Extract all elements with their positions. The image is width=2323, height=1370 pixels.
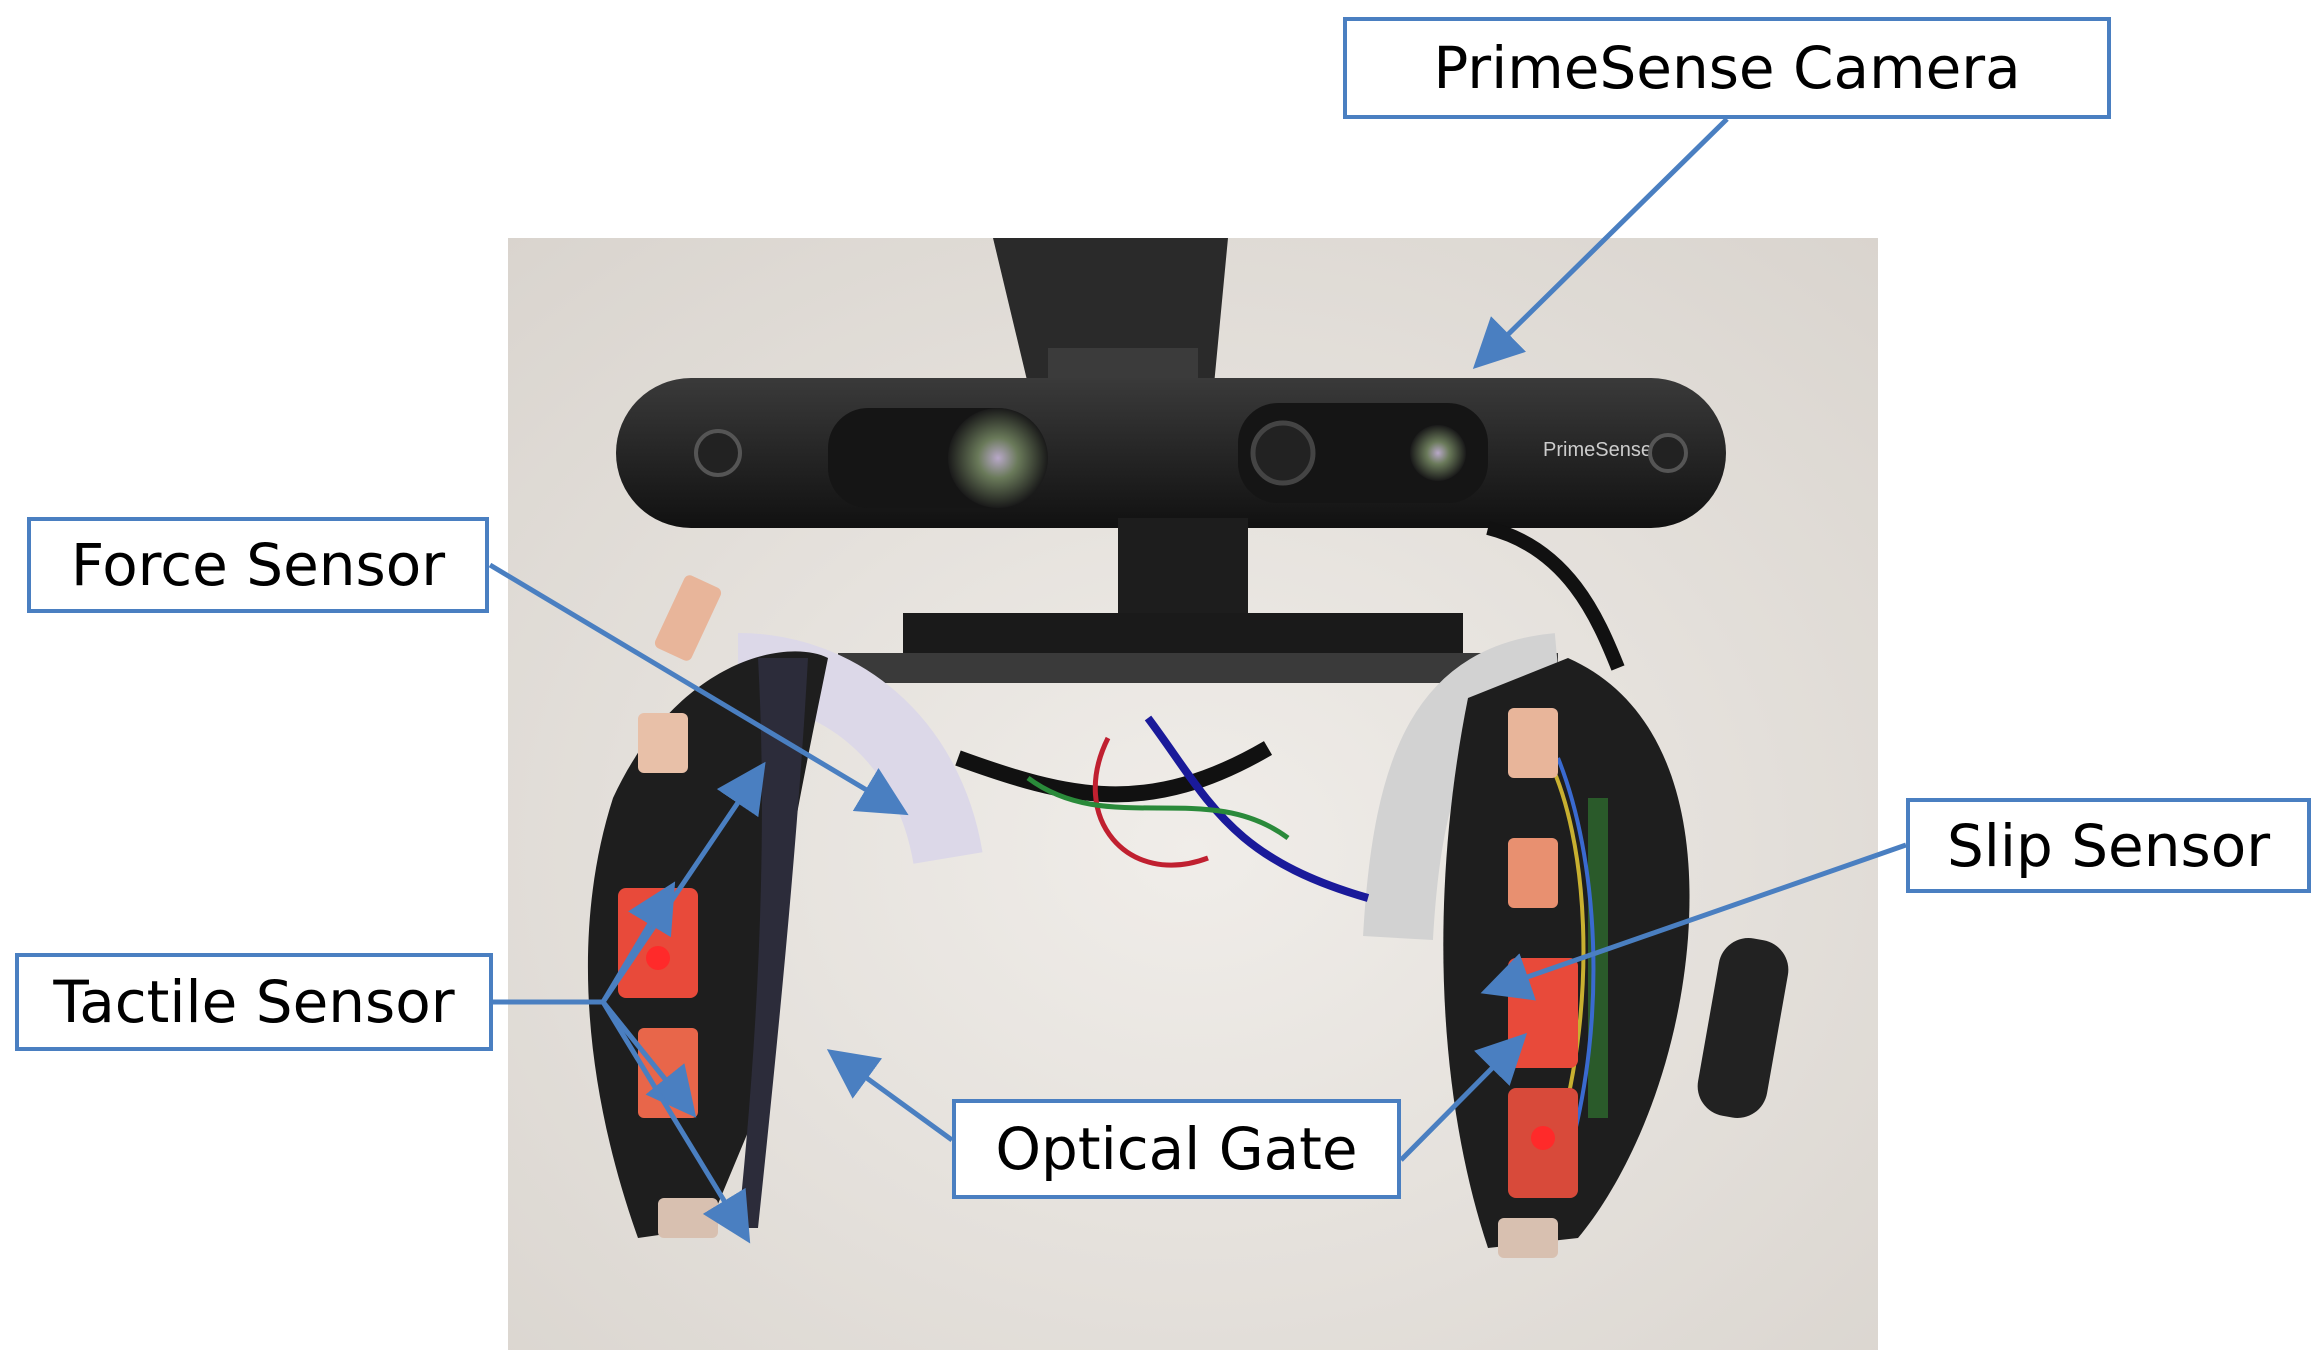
camera-brand-logo: PrimeSense xyxy=(1543,439,1652,461)
camera-ir-emitter xyxy=(694,429,742,477)
optical-arrow-right xyxy=(1399,1032,1528,1162)
label-primesense-camera: PrimeSense Camera xyxy=(1343,17,2111,119)
tactile-sensor-pad xyxy=(654,575,722,661)
label-slip-sensor: Slip Sensor xyxy=(1906,798,2311,893)
slip-arrow xyxy=(1480,842,1907,1001)
tactile-arrow-3 xyxy=(601,1000,697,1118)
camera-rgb-lens xyxy=(948,408,1048,508)
camera-arrow xyxy=(1472,117,1729,370)
optical-arrow-left xyxy=(826,1049,954,1143)
label-optical-gate: Optical Gate xyxy=(952,1099,1401,1199)
camera-depth-lens xyxy=(1250,420,1316,486)
tactile-arrow-1 xyxy=(600,761,766,1004)
label-force-sensor: Force Sensor xyxy=(27,517,489,613)
tactile-arrow-2 xyxy=(600,881,676,1004)
tactile-arrow-4 xyxy=(600,1000,751,1244)
label-tactile-sensor: Tactile Sensor xyxy=(15,953,493,1051)
right-finger xyxy=(1443,658,1690,1248)
force-arrow xyxy=(488,562,909,816)
ribbon-cable-right xyxy=(1363,633,1563,940)
